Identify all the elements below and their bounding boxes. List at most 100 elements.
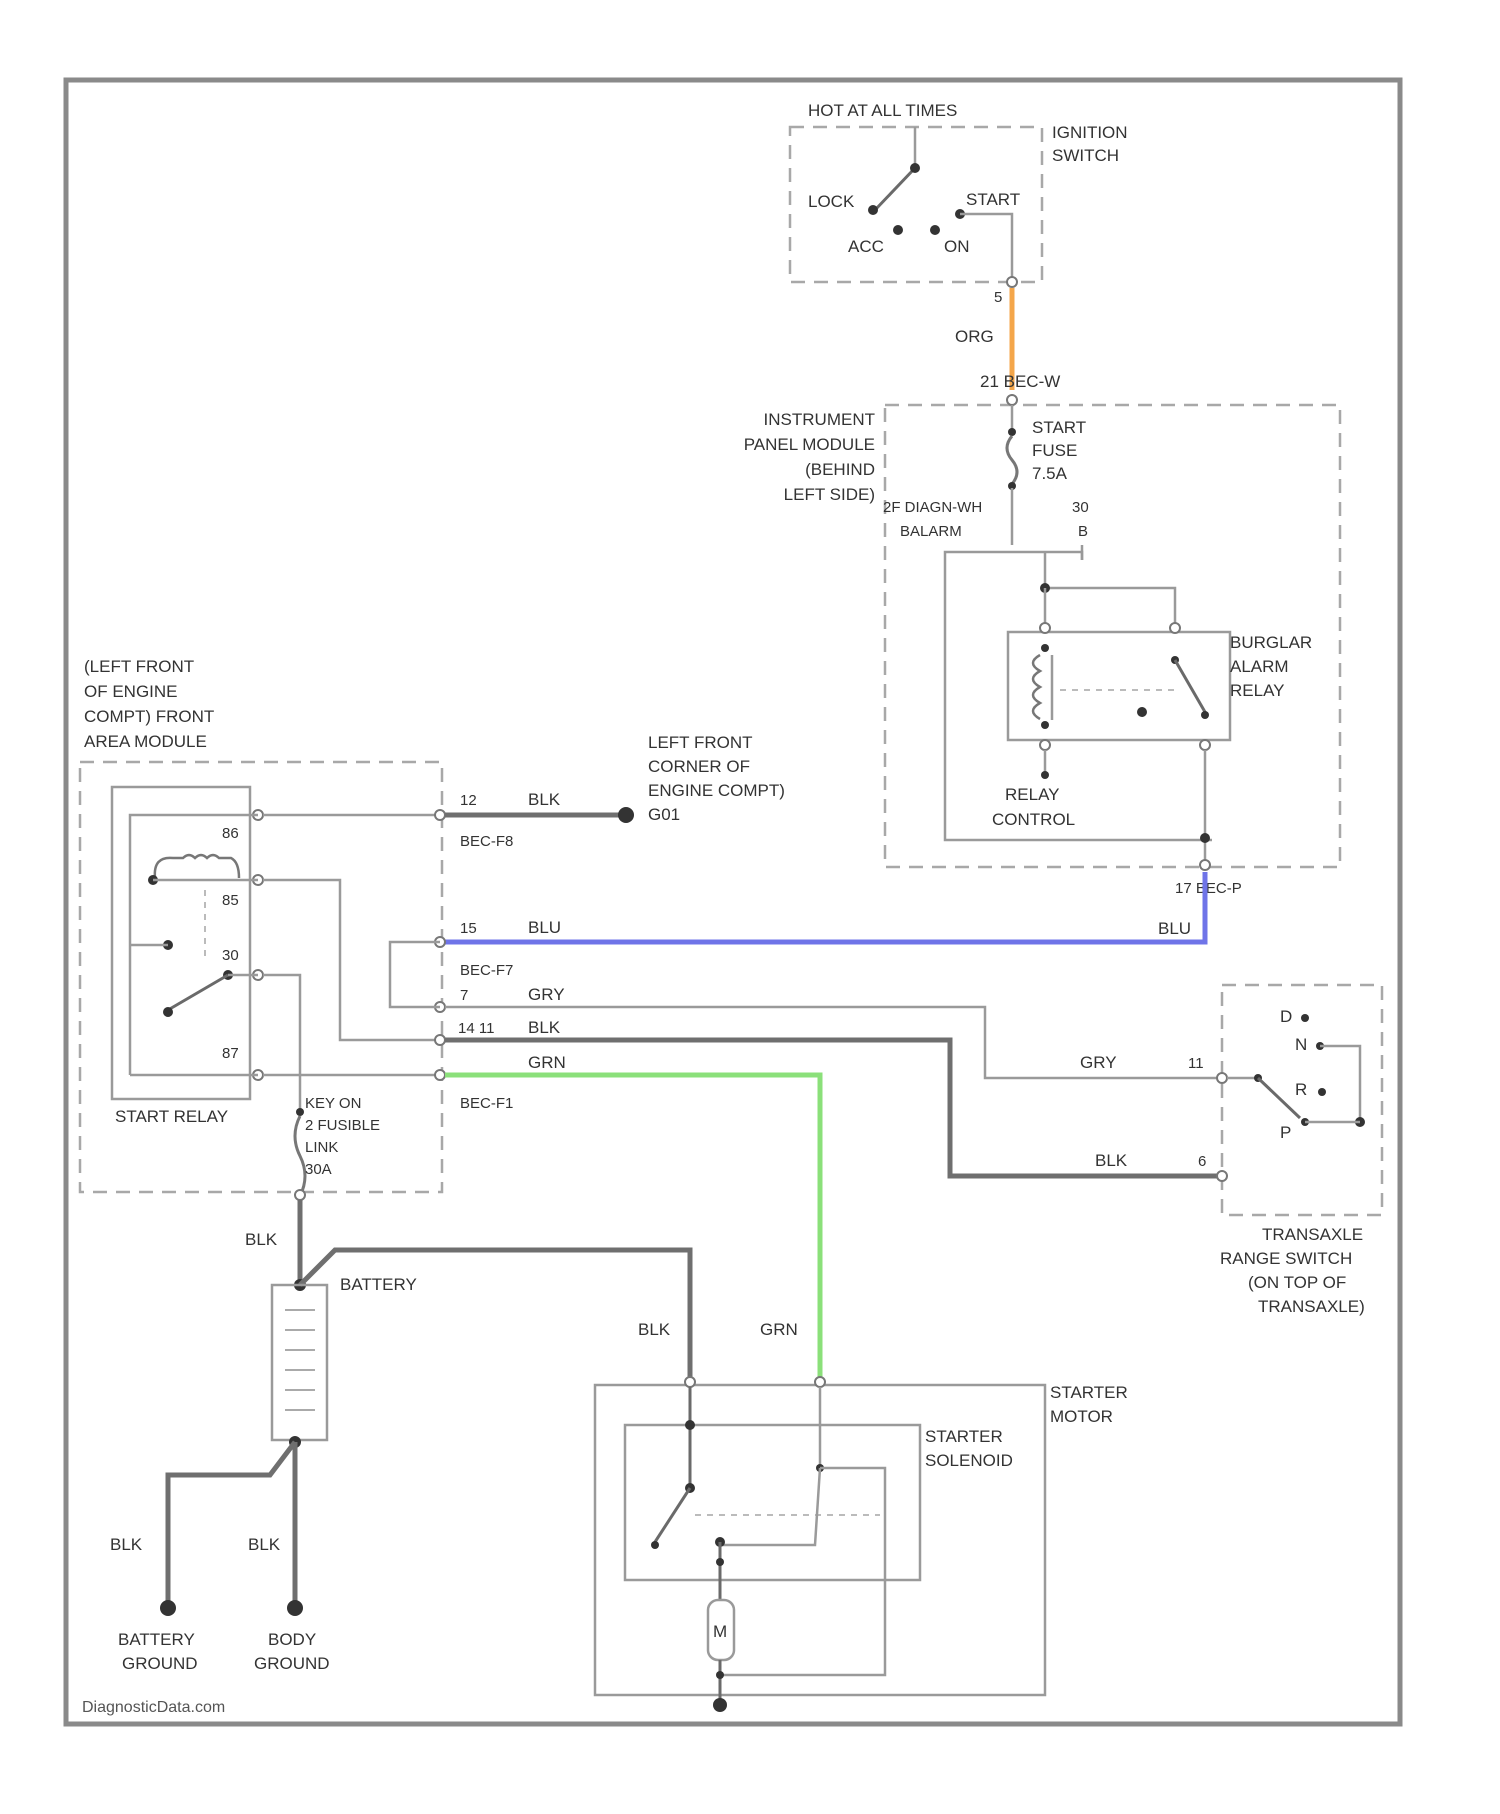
relay-control-1: RELAY <box>1005 785 1060 804</box>
battery-wire-right-label: BLK <box>248 1535 281 1554</box>
battery-wire-top-label: BLK <box>245 1230 278 1249</box>
conn-4-wire: BLK <box>528 1018 561 1037</box>
engine-compartment-module: (LEFT FRONT OF ENGINE COMPT) FRONT AREA … <box>80 657 445 1200</box>
fusible-link-4: 30A <box>305 1161 332 1178</box>
ignition-acc-label: ACC <box>848 237 884 256</box>
ipm-pin-b: B <box>1078 523 1088 540</box>
ipm-pin-top-left-2: BALARM <box>900 523 962 540</box>
start-relay-pin-86: 86 <box>222 825 239 842</box>
ipm-pin-30: 30 <box>1072 499 1089 516</box>
battery-ground-1: BATTERY <box>118 1630 195 1649</box>
body-ground-1: BODY <box>268 1630 316 1649</box>
starter-grn-label: GRN <box>760 1320 798 1339</box>
ipm-label-2: PANEL MODULE <box>744 435 875 454</box>
trs-label-1: TRANSAXLE <box>1262 1225 1363 1244</box>
start-fuse-2: FUSE <box>1032 441 1077 460</box>
trs-pos-n: N <box>1295 1035 1307 1054</box>
relay-control-2: CONTROL <box>992 810 1075 829</box>
blk-wire-transaxle-label: BLK <box>1095 1151 1128 1170</box>
ecm-label-3: COMPT) FRONT <box>84 707 214 726</box>
g101-label-3: ENGINE COMPT) <box>648 781 785 800</box>
starter-m-label: M <box>713 1622 727 1641</box>
ipm-label-3: (BEHIND <box>805 460 875 479</box>
conn-3-pin: 7 <box>460 987 468 1004</box>
conn-2-wire: BLU <box>528 918 561 937</box>
conn-3-wire: GRY <box>528 985 565 1004</box>
ecm-label-2: OF ENGINE <box>84 682 178 701</box>
starter-case-ground <box>713 1698 727 1712</box>
battery-name: BATTERY <box>340 1275 417 1294</box>
starter-motor-1: STARTER <box>1050 1383 1128 1402</box>
body-ground-point <box>287 1600 303 1616</box>
start-relay-pin-87: 87 <box>222 1045 239 1062</box>
start-fuse-symbol <box>1007 436 1017 484</box>
start-fuse-3: 7.5A <box>1032 464 1068 483</box>
starter-blk-label: BLK <box>638 1320 671 1339</box>
burglar-relay-1: BURGLAR <box>1230 633 1312 652</box>
battery-ground-point <box>160 1600 176 1616</box>
starter-motor-2: MOTOR <box>1050 1407 1113 1426</box>
fusible-link-3: LINK <box>305 1139 338 1156</box>
conn-4-pin: 14 11 <box>458 1020 494 1037</box>
ignition-start-label: START <box>966 190 1020 209</box>
start-relay-pin-30: 30 <box>222 947 239 964</box>
fusible-link-2: 2 FUSIBLE <box>305 1117 380 1134</box>
trs-pos-p: P <box>1280 1123 1291 1142</box>
transaxle-range-switch: 11 6 D N R P TRANSAXLE RANGE SWITCH (ON … <box>1188 985 1382 1316</box>
relay-coil <box>1033 655 1040 719</box>
conn-2-name: BEC-F7 <box>460 962 513 979</box>
body-ground-2: GROUND <box>254 1654 330 1673</box>
g101-label-2: CORNER OF <box>648 757 750 776</box>
blu-wire-label: BLU <box>1158 919 1191 938</box>
trs-label-4: TRANSAXLE) <box>1258 1297 1365 1316</box>
ignition-header: HOT AT ALL TIMES <box>808 101 957 120</box>
start-relay-pin-85: 85 <box>222 892 239 909</box>
battery-body <box>272 1285 327 1440</box>
ipm-label-1: INSTRUMENT <box>764 410 875 429</box>
conn-5-name: BEC-F1 <box>460 1095 513 1112</box>
fusible-link-symbol <box>295 1116 305 1196</box>
ignition-name-1: IGNITION <box>1052 123 1128 142</box>
gry-wire-label: GRY <box>1080 1053 1117 1072</box>
start-fuse-1: START <box>1032 418 1086 437</box>
battery: BLK BATTERY BLK BLK BATTERY GROUND BODY … <box>110 1200 690 1673</box>
starter-motor: BLK GRN STARTER MOTOR STARTER SOLENOID M <box>595 1320 1128 1712</box>
conn-1-name: BEC-F8 <box>460 833 513 850</box>
watermark: DiagnosticData.com <box>82 1699 225 1716</box>
conn-1-wire: BLK <box>528 790 561 809</box>
ignition-lock-label: LOCK <box>808 192 855 211</box>
trs-pos-r: R <box>1295 1080 1307 1099</box>
trs-pin-bottom: 6 <box>1198 1153 1206 1170</box>
trs-pin-top: 11 <box>1188 1055 1204 1072</box>
battery-wire-left-label: BLK <box>110 1535 143 1554</box>
burglar-relay-2: ALARM <box>1230 657 1289 676</box>
g101-label-4: G01 <box>648 805 680 824</box>
ignition-on-label: ON <box>944 237 970 256</box>
start-relay-coil <box>155 855 239 878</box>
starter-solenoid-1: STARTER <box>925 1427 1003 1446</box>
ecm-label-4: AREA MODULE <box>84 732 207 751</box>
conn-5-wire: GRN <box>528 1053 566 1072</box>
fusible-link-1: KEY ON <box>305 1095 361 1112</box>
battery-ground-2: GROUND <box>122 1654 198 1673</box>
trs-label-3: (ON TOP OF <box>1248 1273 1346 1292</box>
ignition-switch: HOT AT ALL TIMES IGNITION SWITCH LOCK ST… <box>790 101 1128 306</box>
g101-label-1: LEFT FRONT <box>648 733 753 752</box>
burglar-relay-3: RELAY <box>1230 681 1285 700</box>
ipm-label-4: LEFT SIDE) <box>784 485 875 504</box>
instrument-panel-module: 21 BEC-W INSTRUMENT PANEL MODULE (BEHIND… <box>744 372 1340 897</box>
trs-label-2: RANGE SWITCH <box>1220 1249 1352 1268</box>
ecm-label-1: (LEFT FRONT <box>84 657 194 676</box>
conn-2-pin: 15 <box>460 920 477 937</box>
starter-solenoid-box <box>625 1425 920 1580</box>
conn-1-pin: 12 <box>460 792 477 809</box>
trs-pos-d: D <box>1280 1007 1292 1026</box>
ipm-connector-out: 17 BEC-P <box>1175 880 1242 897</box>
ignition-name-2: SWITCH <box>1052 146 1119 165</box>
ipm-connector-in: 21 BEC-W <box>980 372 1060 391</box>
org-wire-label: ORG <box>955 327 994 346</box>
g101-ground-point <box>618 807 634 823</box>
ignition-pin: 5 <box>994 289 1002 306</box>
starter-solenoid-2: SOLENOID <box>925 1451 1013 1470</box>
